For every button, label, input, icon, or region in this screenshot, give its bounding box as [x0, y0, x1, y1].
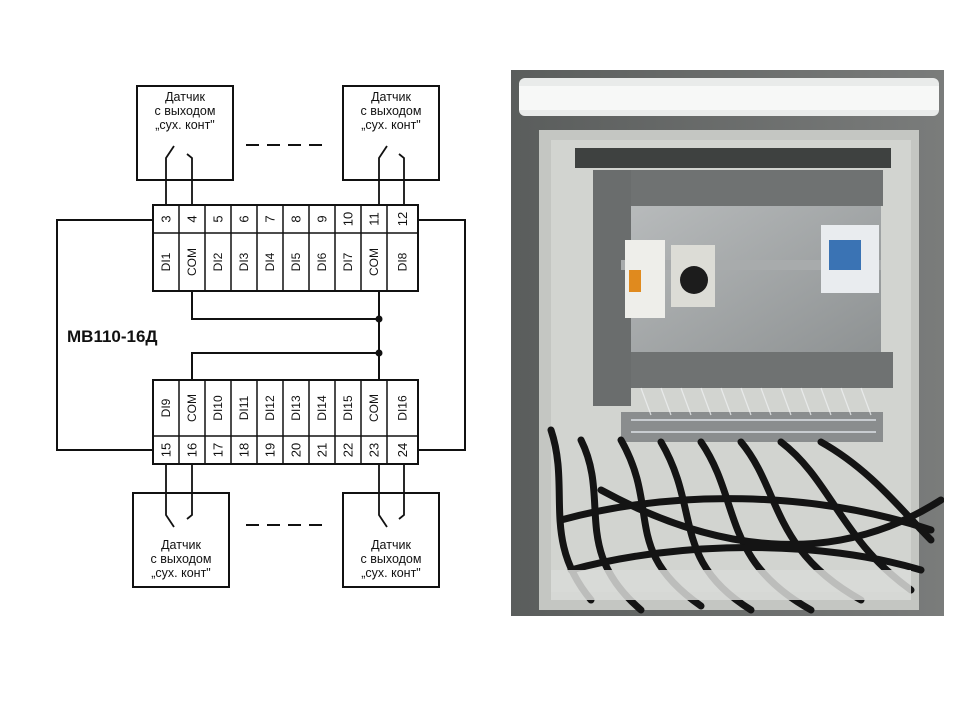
terminal-signal: DI9	[159, 398, 173, 417]
sensor-label: с выходом	[361, 104, 422, 118]
sensor-label: Датчик	[161, 538, 201, 552]
terminal-signal: DI6	[315, 252, 329, 271]
terminal-signal: DI8	[396, 252, 410, 271]
terminal-signal: DI12	[263, 395, 277, 421]
bottom-terminal-block: 15 DI9 16 COM 17 DI10 18 DI11 19 DI12 20 DI13 21 DI14…	[152, 379, 419, 465]
terminal-number: 6	[237, 215, 252, 222]
terminal-number: 20	[289, 443, 304, 457]
terminal-number: 9	[315, 215, 330, 222]
terminal-signal: DI11	[237, 395, 251, 420]
terminal-number: 5	[211, 215, 226, 222]
terminal-signal: DI3	[237, 252, 251, 271]
sensor-label: „сух. конт"	[361, 566, 421, 580]
sensor-label: „сух. конт"	[155, 118, 215, 132]
terminal-signal: COM	[185, 394, 199, 422]
contact-icon	[165, 464, 193, 528]
terminal-number: 22	[341, 443, 356, 457]
terminal-number: 23	[367, 443, 382, 457]
sensor-label: „сух. конт"	[151, 566, 211, 580]
terminal-number: 16	[185, 443, 200, 457]
terminal-signal: COM	[367, 394, 381, 422]
terminal-number: 12	[395, 212, 410, 226]
electrical-cabinet-photo	[511, 70, 944, 616]
terminal-signal: DI10	[211, 395, 225, 421]
terminal-number: 11	[367, 212, 382, 226]
sensor-label: Датчик	[165, 90, 205, 104]
terminal-number: 21	[315, 443, 330, 457]
wiring-diagram: 3DI14COM5DI26DI37DI48DI59DI610DI711COM12…	[56, 85, 466, 588]
terminal-signal: DI14	[315, 395, 329, 421]
sensor-label: Датчик	[371, 90, 411, 104]
sensor-label: „сух. конт"	[361, 118, 421, 132]
terminal-number: 24	[395, 443, 410, 457]
terminal-number: 7	[263, 215, 278, 222]
terminal-number: 15	[159, 443, 174, 457]
terminal-number: 18	[237, 443, 252, 457]
terminal-signal: DI4	[263, 252, 277, 271]
terminal-signal: COM	[367, 248, 381, 276]
sensor-label: с выходом	[361, 552, 422, 566]
module-model-label: МВ110-16Д	[67, 327, 158, 346]
sensor-label: с выходом	[155, 104, 216, 118]
sensor-label: с выходом	[151, 552, 212, 566]
terminal-signal: DI16	[396, 395, 410, 421]
terminal-signal: DI7	[341, 252, 355, 271]
contact-icon	[165, 145, 193, 205]
terminal-number: 4	[185, 215, 200, 222]
terminal-signal: DI15	[341, 395, 355, 421]
terminal-number: 19	[263, 443, 278, 457]
terminal-number: 10	[341, 212, 356, 226]
contact-icon	[378, 464, 405, 528]
terminal-signal: DI5	[289, 252, 303, 271]
terminal-signal: COM	[185, 248, 199, 276]
terminal-signal: DI2	[211, 252, 225, 271]
terminal-number: 3	[159, 215, 174, 222]
terminal-signal: DI1	[159, 252, 173, 271]
contact-icon	[378, 145, 405, 205]
terminal-number: 8	[289, 215, 304, 222]
terminal-number: 17	[211, 443, 226, 457]
sensor-label: Датчик	[371, 538, 411, 552]
terminal-signal: DI13	[289, 395, 303, 421]
